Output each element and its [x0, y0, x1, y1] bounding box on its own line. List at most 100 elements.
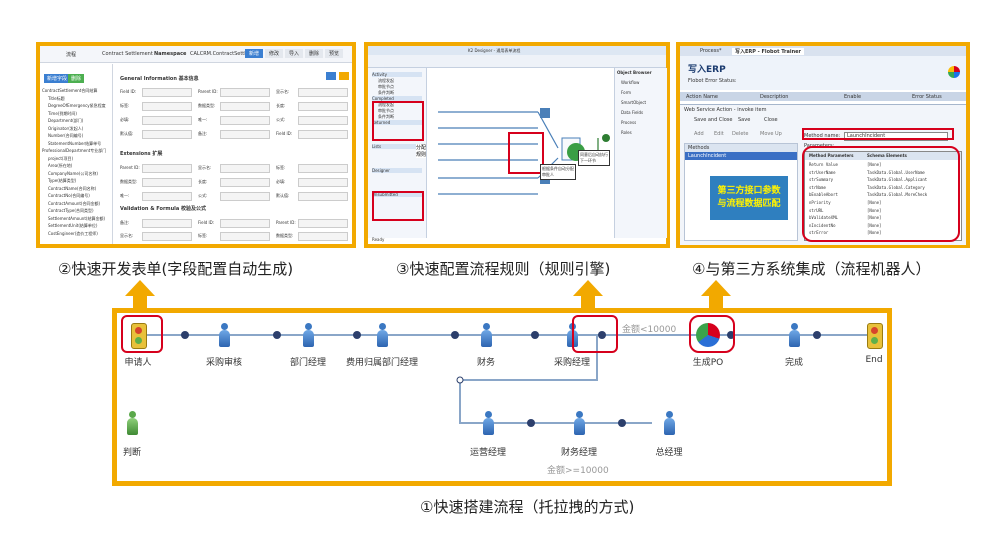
- delete-button[interactable]: Delete: [732, 131, 749, 137]
- robot-icon[interactable]: [696, 323, 720, 347]
- field-input[interactable]: [220, 219, 270, 228]
- rules-section-header[interactable]: Returned: [372, 120, 422, 125]
- tree-item[interactable]: Time(到期时间): [48, 110, 77, 116]
- field-input[interactable]: [142, 178, 192, 187]
- tree-item[interactable]: CostEngineer(造价工程师): [48, 230, 98, 236]
- field-input[interactable]: [298, 116, 348, 125]
- field-input[interactable]: [220, 88, 270, 97]
- rules-item[interactable]: 流程发起: [378, 78, 394, 83]
- field-input[interactable]: [142, 88, 192, 97]
- tree-item[interactable]: Area(所在地): [48, 163, 73, 168]
- delete-field-button[interactable]: 删除: [68, 74, 85, 83]
- tree-item[interactable]: ContractSettlement合同结算: [42, 88, 98, 93]
- object-browser-item[interactable]: SmartObject: [621, 100, 647, 105]
- tab-contract-settlement[interactable]: Contract Settlement: [102, 51, 153, 57]
- save-field-button[interactable]: [326, 72, 336, 80]
- tree-item[interactable]: ContractName(合同名称): [48, 185, 97, 191]
- rules-item[interactable]: 条件判断: [378, 90, 394, 95]
- param-schema-element[interactable]: [None]: [867, 200, 882, 205]
- tree-item[interactable]: Type(结算类型): [48, 178, 77, 183]
- traffic-light-icon[interactable]: [131, 323, 147, 349]
- object-browser-item[interactable]: Process: [621, 120, 637, 125]
- param-schema-element[interactable]: TaskData.Global.UserName: [867, 169, 925, 175]
- btn-preview[interactable]: 预览: [325, 49, 344, 58]
- tab-calcrm[interactable]: CALCRM.ContractSettlement: [190, 51, 262, 57]
- rules-section-header[interactable]: Lists: [372, 144, 422, 149]
- field-input[interactable]: [220, 232, 270, 241]
- method-name-select[interactable]: LaunchIncident: [844, 132, 948, 141]
- tree-item[interactable]: SettlementUnit(结算单位): [48, 223, 98, 228]
- tab-process[interactable]: Process*: [700, 48, 722, 54]
- field-input[interactable]: [142, 164, 192, 173]
- field-input[interactable]: [298, 178, 348, 187]
- rules-section-header[interactable]: Activity: [372, 72, 422, 77]
- save-close-button[interactable]: Save and Close: [694, 117, 733, 123]
- complete-icon[interactable]: [787, 323, 801, 347]
- rules-section-header[interactable]: Designer: [372, 168, 422, 173]
- traffic-light-icon[interactable]: [867, 323, 883, 349]
- field-input[interactable]: [298, 164, 348, 173]
- user-icon[interactable]: [217, 323, 231, 347]
- user-icon[interactable]: [301, 323, 315, 347]
- rules-section-header[interactable]: Unsubmitted: [372, 192, 422, 197]
- param-schema-element[interactable]: [None]: [867, 230, 882, 236]
- tree-item[interactable]: StatementNumber结算单号: [48, 140, 102, 146]
- user-icon[interactable]: [479, 323, 493, 347]
- tree-item[interactable]: ContractAmount(合同金额): [48, 200, 101, 206]
- object-browser-item[interactable]: Roles: [621, 130, 632, 135]
- add-button[interactable]: Add: [694, 131, 704, 137]
- field-input[interactable]: [142, 116, 192, 125]
- tab-flobot-trainer[interactable]: 写入ERP - Flobot Trainer: [732, 48, 805, 55]
- save-button[interactable]: Save: [738, 117, 751, 123]
- field-input[interactable]: [220, 178, 270, 187]
- tree-item[interactable]: Department(部门): [48, 118, 84, 123]
- user-icon[interactable]: [481, 411, 495, 435]
- user-icon[interactable]: [572, 411, 586, 435]
- cancel-field-button[interactable]: [339, 72, 349, 80]
- btn-delete[interactable]: 删除: [305, 49, 324, 58]
- field-input[interactable]: [220, 130, 270, 139]
- field-input[interactable]: [220, 116, 270, 125]
- rules-item[interactable]: 审批节点: [378, 84, 394, 89]
- btn-import[interactable]: 导入: [285, 49, 304, 58]
- param-schema-element[interactable]: [None]: [867, 222, 882, 228]
- field-input[interactable]: [220, 164, 270, 173]
- tree-item[interactable]: Title标题: [48, 95, 65, 101]
- param-schema-element[interactable]: [None]: [867, 207, 882, 213]
- rules-section-header[interactable]: Completed: [372, 96, 422, 101]
- field-input[interactable]: [220, 102, 270, 111]
- user-icon[interactable]: [375, 323, 389, 347]
- btn-edit[interactable]: 修改: [265, 49, 284, 58]
- field-input[interactable]: [142, 232, 192, 241]
- field-input[interactable]: [220, 192, 270, 201]
- add-field-button[interactable]: 新增字段: [44, 74, 71, 83]
- move-up-button[interactable]: Move Up: [760, 131, 782, 137]
- tree-item[interactable]: project(项目): [48, 155, 74, 161]
- param-schema-element[interactable]: TaskData.Global.MoreCheck: [867, 192, 928, 198]
- field-input[interactable]: [298, 192, 348, 201]
- close-button[interactable]: Close: [764, 117, 778, 123]
- field-input[interactable]: [298, 130, 348, 139]
- tree-item[interactable]: ContractType(合同类型): [48, 208, 94, 213]
- field-input[interactable]: [142, 102, 192, 111]
- edit-button[interactable]: Edit: [714, 131, 724, 137]
- tab-process[interactable]: 流程: [66, 52, 77, 58]
- tree-item[interactable]: ProfessionalDepartment专业部门: [42, 148, 107, 153]
- method-item[interactable]: LaunchIncident: [685, 152, 797, 160]
- field-input[interactable]: [142, 192, 192, 201]
- rules-item[interactable]: 流程发起: [378, 102, 394, 107]
- tree-item[interactable]: CompanyName(公司名称): [48, 170, 98, 176]
- rules-item[interactable]: 条件判断: [378, 114, 394, 119]
- param-schema-element[interactable]: [None]: [867, 162, 882, 167]
- tree-item[interactable]: Number(合同编号): [48, 133, 84, 138]
- tree-item[interactable]: Originator(发起人): [48, 125, 84, 131]
- object-browser-item[interactable]: Form: [621, 90, 632, 95]
- rules-item[interactable]: 审批节点: [378, 108, 394, 113]
- user-icon[interactable]: [662, 411, 676, 435]
- param-schema-element[interactable]: [None]: [867, 215, 882, 221]
- tab-namespace[interactable]: Namespace: [154, 51, 187, 57]
- tree-item[interactable]: SettlementAmount(结算金额): [48, 215, 106, 221]
- field-input[interactable]: [298, 88, 348, 97]
- param-schema-element[interactable]: TaskData.Global.Applicant: [867, 177, 928, 183]
- tree-item[interactable]: DegreeOfEmergency紧急程度: [48, 103, 106, 108]
